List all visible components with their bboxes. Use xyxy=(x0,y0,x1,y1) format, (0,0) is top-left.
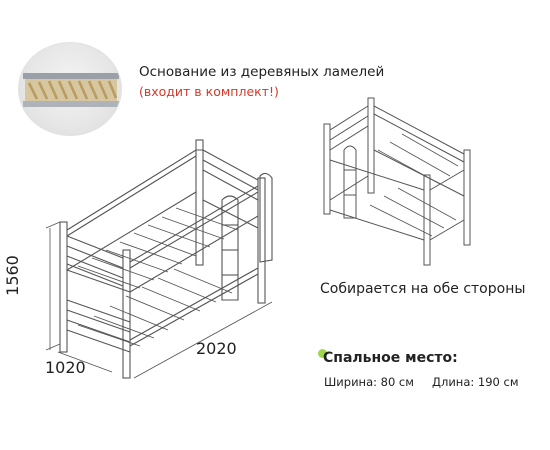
bullet-dot-icon xyxy=(318,349,327,358)
height-value: 1560 xyxy=(2,255,22,296)
front-left-post xyxy=(59,221,68,353)
sleeping-place-title: Спальное место: xyxy=(323,350,458,366)
length-dimension: 2020 xyxy=(196,339,237,358)
reversible-caption: Собирается на обе стороны xyxy=(320,281,526,297)
slats-image xyxy=(23,73,119,107)
slats-caption: Основание из деревяных ламелей xyxy=(139,64,385,80)
width-dimension: 1020 xyxy=(45,358,86,377)
slats-thumbnail xyxy=(18,42,122,136)
height-dimension: 1560 xyxy=(3,230,74,330)
sleeping-width: Ширина: 80 см xyxy=(324,375,414,389)
sleeping-length: Длина: 190 см xyxy=(432,375,519,389)
slats-included-note: (входит в комплект!) xyxy=(139,84,279,99)
reversible-bed-drawing xyxy=(323,97,471,266)
